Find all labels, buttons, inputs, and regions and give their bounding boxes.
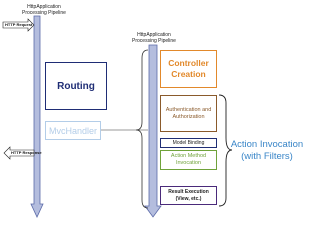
- right-pipeline-arrow: [144, 44, 162, 218]
- pipeline-diagram-graphics: [2, 15, 233, 218]
- action-method-box: Action Method Invocation: [160, 150, 217, 170]
- auth-box: Authentication and Authorization: [160, 95, 217, 132]
- action-invocation-brace: [218, 94, 233, 207]
- http-response-label: HTTP Response: [11, 150, 42, 155]
- routing-box: Routing: [45, 62, 107, 110]
- mvc-handler-box: MvcHandler: [45, 121, 101, 140]
- http-request-arrow: [2, 18, 35, 32]
- pipeline-left-bracket: [135, 49, 149, 209]
- http-request-label: HTTP Request: [5, 22, 33, 27]
- left-pipeline-arrow: [30, 15, 44, 218]
- right-pipeline-title: HttpApplication Processing Pipeline: [132, 32, 176, 44]
- action-invocation-label: Action Invocation (with Filters): [230, 139, 304, 162]
- http-response-arrow: [3, 146, 35, 160]
- controller-creation-box: Controller Creation: [160, 50, 217, 88]
- result-execution-box: Result Execution (View, etc.): [160, 186, 217, 205]
- model-binding-box: Model Binding: [160, 138, 217, 148]
- left-pipeline-title: HttpApplication Processing Pipeline: [22, 4, 66, 16]
